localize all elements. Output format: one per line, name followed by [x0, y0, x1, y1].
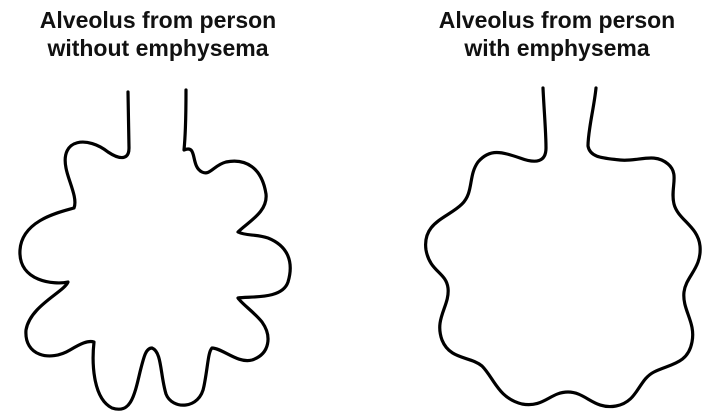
healthy-alveolus-outline — [0, 0, 320, 420]
emphysema-alveolus-outline — [398, 0, 718, 420]
emphysema-alveolus-wall — [426, 88, 701, 407]
healthy-alveolus-wall — [20, 90, 290, 409]
emphysema-alveolus-panel: Alveolus from person with emphysema — [398, 0, 718, 420]
healthy-alveolus-panel: Alveolus from person without emphysema — [0, 0, 320, 420]
